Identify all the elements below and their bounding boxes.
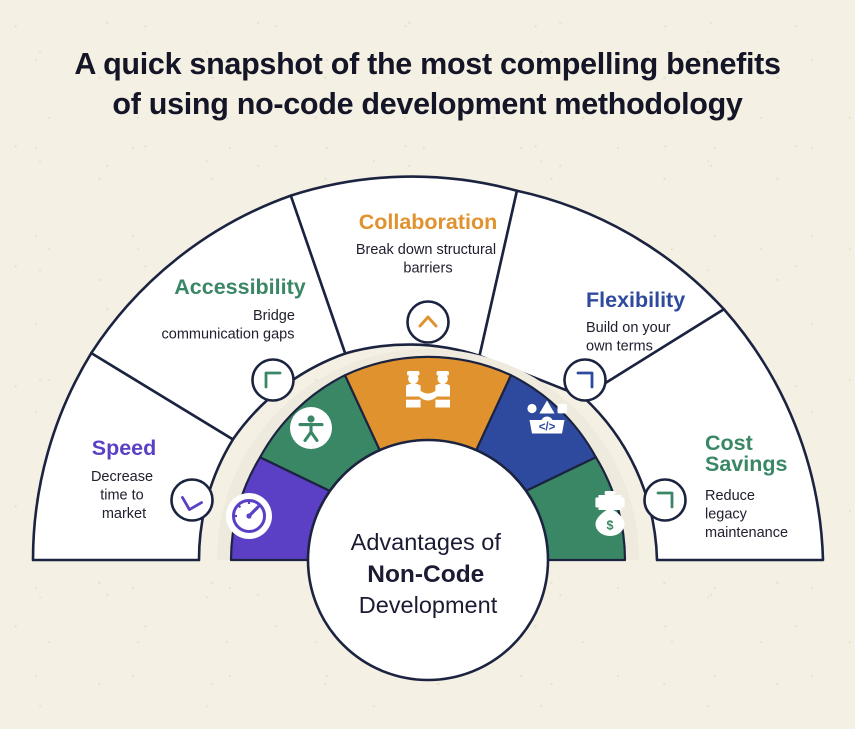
chevron-icon-cost-savings <box>656 491 674 509</box>
connector-collaboration[interactable] <box>406 300 450 344</box>
accessibility-person-icon <box>290 407 332 449</box>
connector-markers <box>170 300 687 522</box>
connector-accessibility[interactable] <box>251 358 295 402</box>
center-label: Advantages of Non-Code Development <box>351 529 506 618</box>
chevron-icon-collaboration <box>418 315 438 328</box>
chevron-icon-accessibility <box>264 371 282 389</box>
chevron-icon-flexibility <box>576 371 594 389</box>
outer-panel-accessibility-desc: Bridge communication gaps <box>162 308 299 343</box>
connector-speed[interactable] <box>170 478 214 522</box>
connector-flexibility[interactable] <box>563 358 607 402</box>
outer-panel-cost-savings-desc: Reduce legacy maintenance <box>705 488 788 541</box>
connector-cost-savings[interactable] <box>643 478 687 522</box>
headline-line-1: A quick snapshot of the most compelling … <box>74 47 781 81</box>
center-hub: Advantages of Non-Code Development <box>306 438 550 682</box>
page-title: A quick snapshot of the most compelling … <box>0 44 855 125</box>
outer-panel-flexibility-title: Flexibility <box>586 288 685 312</box>
headline-line-2: of using no-code development methodology <box>112 87 743 122</box>
money-bag-icon: $ <box>595 491 625 536</box>
speedometer-icon <box>226 493 272 539</box>
outer-panel-flexibility-desc: Build on your own terms <box>586 320 675 355</box>
outer-panel-collaboration-title: Collaboration <box>359 210 498 234</box>
code-shapes-icon: </> <box>527 400 567 434</box>
outer-panel-accessibility-title: Accessibility <box>174 275 305 299</box>
svg-text:</>: </> <box>539 422 556 434</box>
outer-panel-speed-desc: Decrease time to market <box>91 469 157 522</box>
outer-panel-cost-savings-shape <box>581 307 825 562</box>
outer-panel-speed-title: Speed <box>92 436 157 460</box>
center-circle <box>306 438 550 682</box>
chevron-icon-speed <box>181 496 203 511</box>
outer-panel-cost-savings-title: Cost Savings <box>705 431 787 476</box>
outer-panel-cost-savings[interactable]: Cost Savings Reduce legacy maintenance <box>581 307 825 562</box>
inner-wedge-collaboration[interactable] <box>343 355 513 477</box>
svg-text:$: $ <box>607 519 614 533</box>
handshake-icon <box>405 371 451 408</box>
outer-panel-collaboration-desc: Break down structural barriers <box>356 242 500 277</box>
